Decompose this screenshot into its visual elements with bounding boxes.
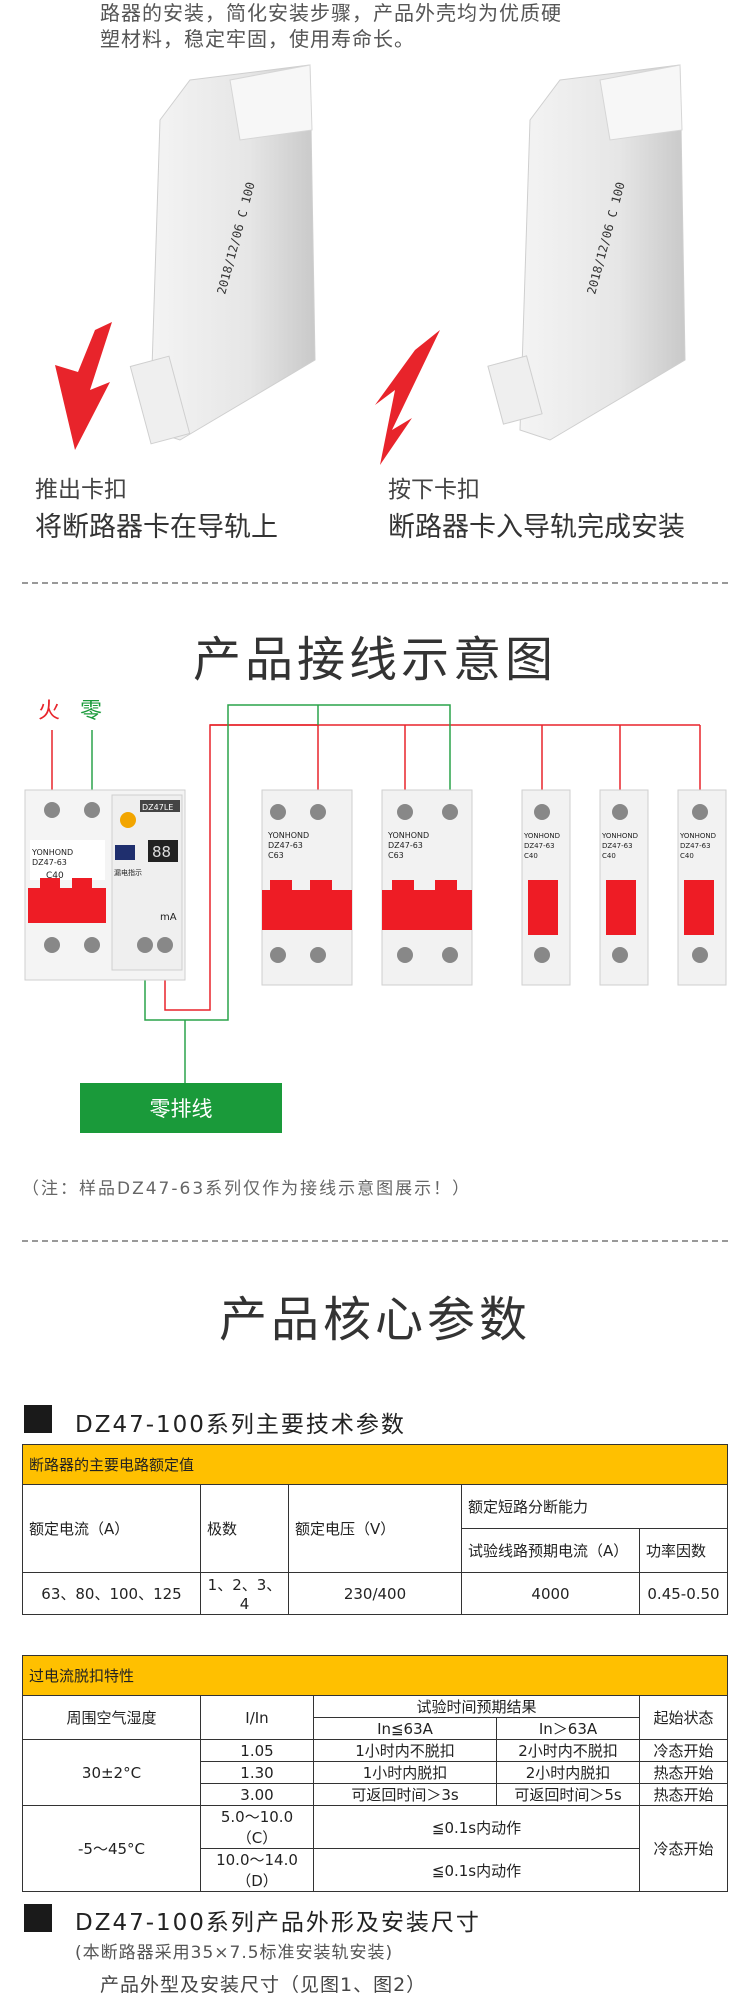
- h-ratio: I/In: [200, 1695, 314, 1740]
- section-square-icon: [24, 1405, 52, 1433]
- h-current: 额定电流（A）: [22, 1484, 201, 1573]
- breaker-1-brand: YONHOND: [267, 831, 309, 840]
- breaker-5-rating: C40: [680, 852, 694, 860]
- rcd-unit: mA: [160, 912, 177, 923]
- dims-heading: DZ47-100系列产品外形及安装尺寸: [75, 1910, 481, 1936]
- breaker-2p-1: YONHOND DZ47-63 C63: [261, 789, 353, 986]
- main-rating: C40: [46, 871, 64, 881]
- wiring-title: 产品接线示意图: [192, 632, 557, 688]
- breaker-1p-4: YONHOND DZ47-63 C40: [599, 789, 649, 986]
- h-voltage: 额定电压（V）: [288, 1484, 462, 1573]
- main-ratings-table: 断路器的主要电路额定值 额定电流（A） 极数 额定电压（V） 额定短路分断能力 …: [22, 1444, 728, 1615]
- h-pf: 功率因数: [639, 1528, 728, 1573]
- breaker-4-brand: YONHOND: [601, 832, 638, 840]
- h-result: 试验时间预期结果: [313, 1695, 640, 1718]
- wiring-note: （注：样品DZ47-63系列仅作为接线示意图展示！）: [22, 1179, 472, 1199]
- breaker-5-model: DZ47-63: [680, 842, 711, 850]
- main-model: DZ47-63: [32, 858, 67, 867]
- start-3: 热态开始: [639, 1783, 728, 1806]
- intro-line-1: 路器的安装，简化安装步骤，产品外壳均为优质硬: [100, 1, 562, 25]
- gt63-1: 2小时内不脱扣: [496, 1739, 640, 1762]
- ratio-1: 1.05: [200, 1739, 314, 1762]
- install-right-desc: 断路器卡入导轨完成安装: [388, 512, 685, 543]
- v-voltage: 230/400: [288, 1572, 462, 1615]
- ratio-4: 5.0～10.0（C）: [200, 1805, 314, 1849]
- breaker-3-model: DZ47-63: [524, 842, 555, 850]
- le63-2: 1小时内脱扣: [313, 1761, 497, 1784]
- env-2: -5～45°C: [22, 1805, 201, 1892]
- v-test: 4000: [461, 1572, 640, 1615]
- breaker-3-rating: C40: [524, 852, 538, 860]
- le63-3: 可返回时间＞3s: [313, 1783, 497, 1806]
- overcurrent-table: 过电流脱扣特性 周围空气湿度 I/In 试验时间预期结果 起始状态 In≦63A…: [22, 1655, 728, 1892]
- rcd-leak-label: 漏电指示: [114, 868, 142, 877]
- v-poles: 1、2、3、4: [200, 1572, 289, 1615]
- v-current: 63、80、100、125: [22, 1572, 201, 1615]
- ratio-5: 10.0～14.0（D）: [200, 1848, 314, 1892]
- breaker-side-left: 2018/12/06 C 100: [129, 64, 316, 445]
- instant-2: ≦0.1s内动作: [313, 1848, 640, 1892]
- params-title: 产品核心参数: [218, 1292, 531, 1348]
- breaker-1p-5: YONHOND DZ47-63 C40: [677, 789, 727, 986]
- rcd-display: 88: [152, 843, 171, 861]
- instant-1: ≦0.1s内动作: [313, 1805, 640, 1849]
- breaker-side-right: 2018/12/06 C 100: [487, 64, 686, 441]
- breaker-2-model: DZ47-63: [388, 841, 423, 850]
- start-cold: 冷态开始: [639, 1805, 728, 1892]
- start-1: 冷态开始: [639, 1739, 728, 1762]
- rcd-title: DZ47LE: [142, 803, 173, 812]
- h-poles: 极数: [200, 1484, 289, 1573]
- breaker-4-model: DZ47-63: [602, 842, 633, 850]
- breaker-1-model: DZ47-63: [268, 841, 303, 850]
- ratio-3: 3.00: [200, 1783, 314, 1806]
- start-2: 热态开始: [639, 1761, 728, 1784]
- h-test: 试验线路预期电流（A）: [461, 1528, 640, 1573]
- gt63-2: 2小时内脱扣: [496, 1761, 640, 1784]
- h-start: 起始状态: [639, 1695, 728, 1740]
- breaker-3-brand: YONHOND: [523, 832, 560, 840]
- arrow-down-icon: [55, 322, 112, 450]
- install-left-desc: 将断路器卡在导轨上: [35, 512, 278, 543]
- main-brand: YONHOND: [31, 848, 73, 857]
- neutral-bar: [80, 1083, 282, 1133]
- install-right-action: 按下卡扣: [388, 477, 480, 503]
- intro-line-2: 塑材料，稳定牢固，使用寿命长。: [100, 27, 415, 51]
- install-left-action: 推出卡扣: [35, 477, 127, 503]
- v-pf: 0.45-0.50: [639, 1572, 728, 1615]
- breaker-2-brand: YONHOND: [387, 831, 429, 840]
- h-le63: In≦63A: [313, 1717, 497, 1740]
- ratio-2: 1.30: [200, 1761, 314, 1784]
- breaker-2p-2: YONHOND DZ47-63 C63: [381, 789, 473, 986]
- h-break: 额定短路分断能力: [461, 1484, 728, 1529]
- le63-1: 1小时内不脱扣: [313, 1739, 497, 1762]
- neutral-bar-label: 零排线: [150, 1097, 213, 1121]
- gt63-3: 可返回时间＞5s: [496, 1783, 640, 1806]
- breaker-5-brand: YONHOND: [679, 832, 716, 840]
- neutral-label: 零: [80, 699, 103, 724]
- breaker-2-rating: C63: [388, 851, 404, 860]
- table1-bar: 断路器的主要电路额定值: [22, 1444, 728, 1485]
- env-1: 30±2°C: [22, 1739, 201, 1806]
- intro-text: 路器的安装，简化安装步骤，产品外壳均为优质硬 塑材料，稳定牢固，使用寿命长。: [100, 0, 700, 52]
- wiring-diagram: YONHOND DZ47-63 C40 DZ47LE 88 漏电指示 mA YO…: [24, 704, 727, 1133]
- dims-sub: (本断路器采用35×7.5标准安装轨安装): [75, 1943, 394, 1963]
- dims-line: 产品外型及安装尺寸（见图1、图2）: [100, 1974, 427, 1996]
- main-rcd-breaker: YONHOND DZ47-63 C40 DZ47LE 88 漏电指示 mA: [24, 789, 186, 981]
- breaker-4-rating: C40: [602, 852, 616, 860]
- section-square-icon-2: [24, 1904, 52, 1932]
- breaker-1p-3: YONHOND DZ47-63 C40: [521, 789, 571, 986]
- live-label: 火: [38, 699, 61, 724]
- table2-bar: 过电流脱扣特性: [22, 1655, 728, 1696]
- divider-2: [22, 1240, 728, 1242]
- h-env: 周围空气湿度: [22, 1695, 201, 1740]
- h-gt63: In＞63A: [496, 1717, 640, 1740]
- arrow-up-icon: [375, 330, 440, 465]
- table1-heading: DZ47-100系列主要技术参数: [75, 1412, 406, 1438]
- breaker-1-rating: C63: [268, 851, 284, 860]
- divider-1: [22, 582, 728, 584]
- install-illustration: 2018/12/06 C 100 2018/12/06 C 100: [55, 64, 686, 465]
- wires: [51, 704, 701, 1085]
